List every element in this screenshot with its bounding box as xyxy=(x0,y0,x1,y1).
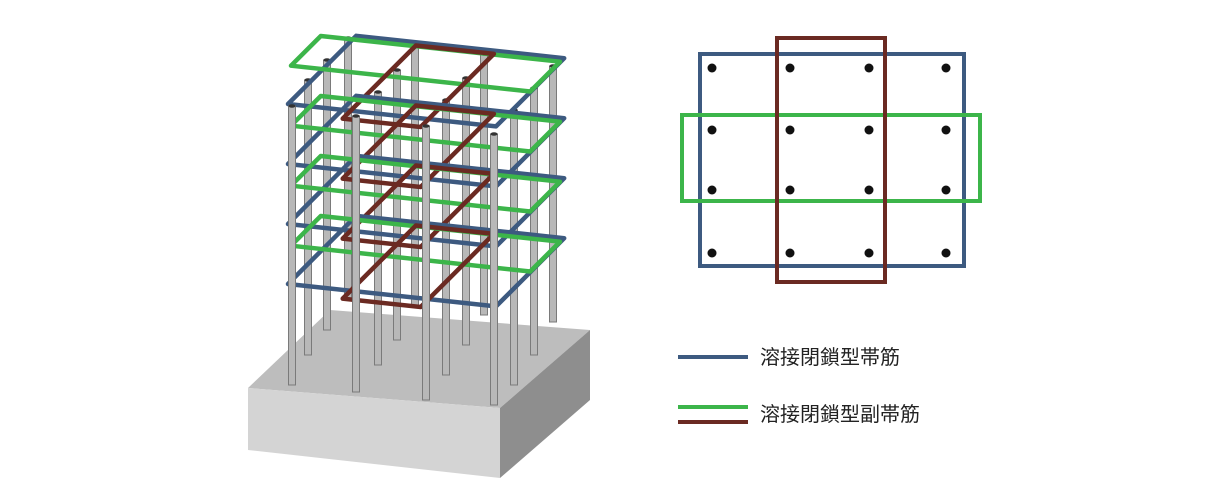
rebar-dot xyxy=(707,125,717,135)
sub-hoop-green xyxy=(288,93,563,154)
rebar-dot xyxy=(785,185,795,195)
vertical-bars-front xyxy=(288,104,498,406)
sub-hoop-green xyxy=(288,153,563,214)
legend-label-sub: 溶接閉鎖型副帯筋 xyxy=(760,402,920,426)
sub-hoop-brown-plan xyxy=(775,36,887,284)
rebar-dot xyxy=(864,63,874,73)
sub-hoop-green xyxy=(288,213,563,274)
main-hoop-plan xyxy=(698,52,966,268)
vertical-bar xyxy=(530,87,538,356)
vertical-bar xyxy=(304,79,312,356)
foundation-top xyxy=(248,310,590,408)
rebar-dot xyxy=(941,63,951,73)
vertical-bar-top xyxy=(422,124,430,128)
rebar-dot xyxy=(785,125,795,135)
vertical-bar xyxy=(422,125,430,401)
rebar-dot xyxy=(864,185,874,195)
vertical-bar-top xyxy=(352,114,360,118)
vertical-bar xyxy=(490,133,498,406)
rebar-dots xyxy=(707,63,951,258)
rebar-dot xyxy=(941,185,951,195)
foundation-front xyxy=(248,388,500,478)
rebar-dot xyxy=(864,248,874,258)
foundation-side xyxy=(500,330,590,478)
rebar-dot xyxy=(785,248,795,258)
vertical-bar xyxy=(288,105,296,386)
plan-section-view xyxy=(680,36,982,284)
rebar-dot xyxy=(707,63,717,73)
rebar-dot xyxy=(864,125,874,135)
sub-hoop-green-plan xyxy=(680,113,982,203)
isometric-column-view xyxy=(248,33,590,478)
vertical-bar-top xyxy=(490,132,498,136)
legend-label-main: 溶接閉鎖型帯筋 xyxy=(760,345,900,369)
rebar-dot xyxy=(941,248,951,258)
rebar-dot xyxy=(785,63,795,73)
rebar-dot xyxy=(707,248,717,258)
vertical-bar xyxy=(352,115,360,393)
vertical-bar xyxy=(393,69,401,341)
rebar-dot xyxy=(941,125,951,135)
legend: 溶接閉鎖型帯筋 溶接閉鎖型副帯筋 xyxy=(678,345,920,426)
vertical-bar-top xyxy=(374,90,382,94)
sub-hoop-green xyxy=(288,33,563,94)
vertical-bar-top xyxy=(288,104,296,108)
rebar-dot xyxy=(707,185,717,195)
